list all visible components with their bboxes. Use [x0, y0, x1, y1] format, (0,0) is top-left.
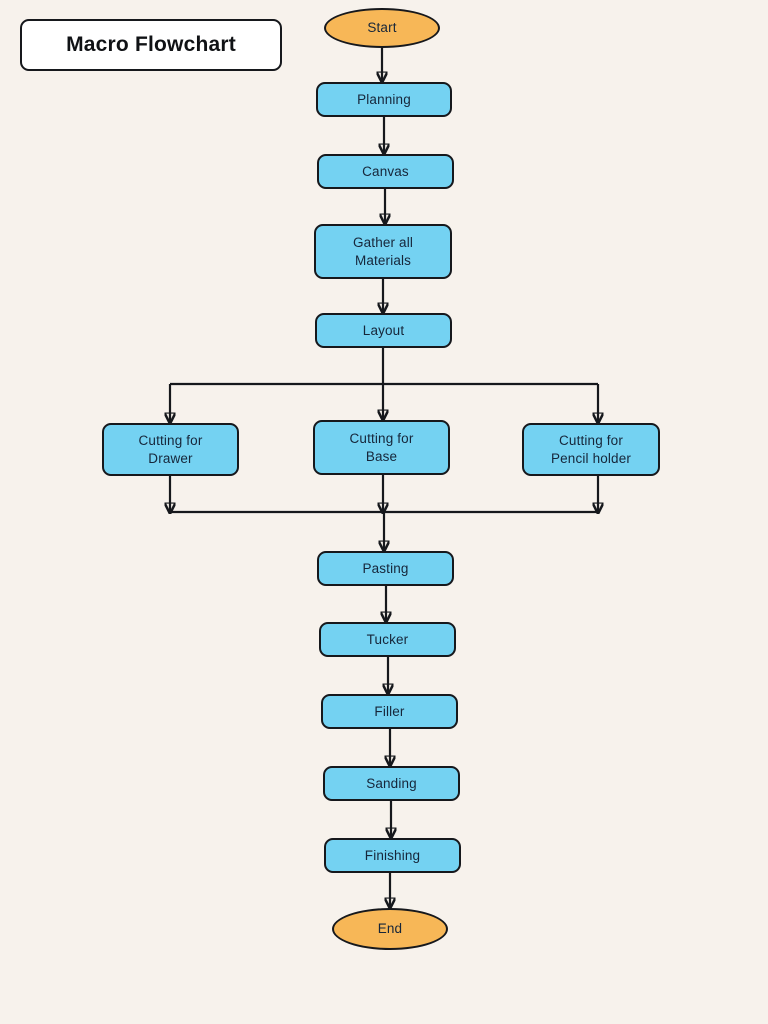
node-layout[interactable]: Layout	[315, 313, 452, 348]
node-filler-label: Filler	[374, 703, 405, 719]
node-tucker[interactable]: Tucker	[319, 622, 456, 657]
node-cutting-for-pencil-holder[interactable]: Cutting for Pencil holder	[522, 423, 660, 476]
node-end[interactable]: End	[332, 908, 448, 950]
node-finishing[interactable]: Finishing	[324, 838, 461, 873]
node-planning-label: Planning	[357, 91, 411, 107]
node-cutting-for-drawer-label: Cutting for Drawer	[138, 432, 203, 466]
node-filler[interactable]: Filler	[321, 694, 458, 729]
node-gather-all-materials[interactable]: Gather all Materials	[314, 224, 452, 279]
node-end-label: End	[377, 921, 403, 937]
node-layout-label: Layout	[362, 322, 405, 338]
node-tucker-label: Tucker	[366, 631, 409, 647]
node-sanding-label: Sanding	[366, 775, 417, 791]
node-canvas-label: Canvas	[362, 163, 409, 179]
node-cutting-for-base[interactable]: Cutting for Base	[313, 420, 450, 475]
node-cutting-for-pencil-holder-label: Cutting for Pencil holder	[551, 432, 631, 466]
node-cutting-for-base-label: Cutting for Base	[349, 430, 414, 464]
node-start-label: Start	[367, 20, 397, 36]
node-start[interactable]: Start	[324, 8, 440, 48]
node-pasting[interactable]: Pasting	[317, 551, 454, 586]
node-planning[interactable]: Planning	[316, 82, 452, 117]
node-cutting-for-drawer[interactable]: Cutting for Drawer	[102, 423, 239, 476]
node-pasting-label: Pasting	[362, 560, 409, 576]
node-finishing-label: Finishing	[364, 847, 421, 863]
flowchart-title-card: Macro Flowchart	[20, 19, 282, 71]
node-gather-all-materials-label: Gather all Materials	[352, 234, 414, 268]
node-canvas[interactable]: Canvas	[317, 154, 454, 189]
node-sanding[interactable]: Sanding	[323, 766, 460, 801]
page-title: Macro Flowchart	[66, 33, 236, 56]
